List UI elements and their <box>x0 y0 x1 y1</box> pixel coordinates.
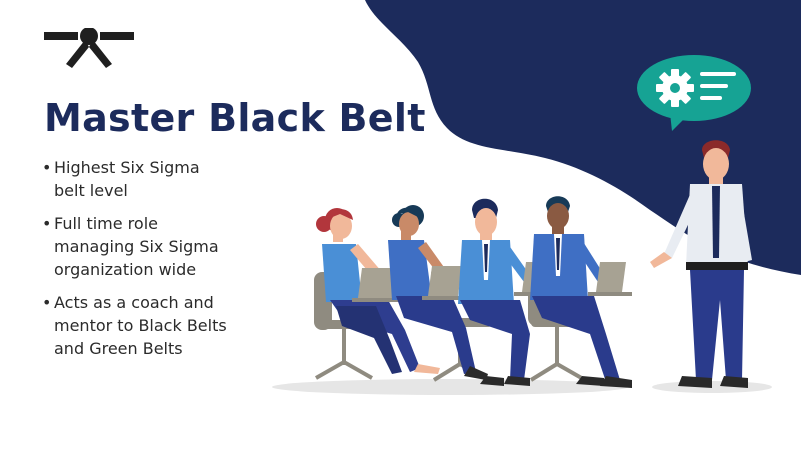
trainee-figure <box>316 208 440 374</box>
bullet-line: Highest Six Sigma <box>54 158 200 177</box>
trainee-figure <box>530 196 632 388</box>
trainee-figure <box>458 198 532 386</box>
bullet-line: managing Six Sigma <box>54 237 219 256</box>
bullet-marker: • <box>42 214 52 233</box>
presenter-figure <box>650 140 752 388</box>
laptop <box>422 266 468 300</box>
speech-bubble-icon <box>637 55 751 131</box>
bullet-line: belt level <box>54 181 128 200</box>
bullet-item-1: • Highest Six Sigma belt level <box>42 156 292 202</box>
bullet-line: Acts as a coach and <box>54 293 214 312</box>
floor-shadow <box>272 379 628 395</box>
bullet-item-2: • Full time role managing Six Sigma orga… <box>42 212 292 281</box>
gear-icon <box>656 69 694 107</box>
laptop <box>588 262 632 296</box>
bullet-line: organization wide <box>54 260 197 279</box>
bullet-marker: • <box>42 158 52 177</box>
black-belt-logo-icon <box>44 28 134 68</box>
bullet-item-3: • Acts as a coach and mentor to Black Be… <box>42 291 292 360</box>
bullet-line: Full time role <box>54 214 158 233</box>
bullet-line: and Green Belts <box>54 339 183 358</box>
page-title: Master Black Belt <box>44 96 426 140</box>
bullet-marker: • <box>42 293 52 312</box>
bullet-line: mentor to Black Belts <box>54 316 227 335</box>
bullet-list: • Highest Six Sigma belt level • Full ti… <box>42 156 292 370</box>
laptop <box>352 268 402 302</box>
